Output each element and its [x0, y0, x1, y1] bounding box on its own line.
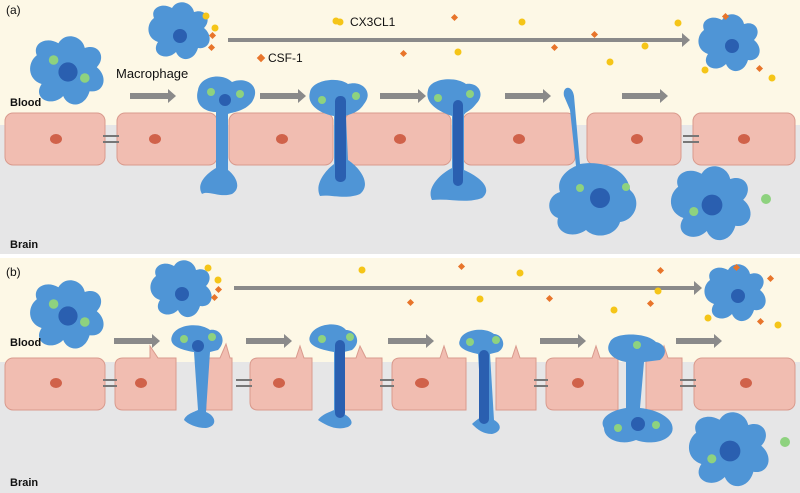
endothelial-nucleus [276, 134, 288, 144]
macrophage-emerging [549, 87, 637, 236]
progress-arrow [114, 334, 160, 348]
endothelial-nucleus [50, 378, 62, 388]
progress-arrow [505, 89, 551, 103]
macrophage [30, 280, 104, 349]
progress-arrow [676, 334, 722, 348]
panel-a-blood-label: Blood [10, 97, 41, 109]
released-granule [761, 194, 771, 204]
released-granule [780, 437, 790, 447]
csf1-diamonds [207, 12, 764, 73]
macrophage-transcellular [459, 329, 504, 434]
endothelial-nucleus [572, 378, 584, 388]
csf1-legend-label: CSF-1 [268, 51, 303, 65]
progress-arrow [130, 89, 176, 103]
panel-a-brain-label: Brain [10, 239, 38, 251]
panel-b-blood-label: Blood [10, 337, 41, 349]
progress-arrow [380, 89, 426, 103]
progress-arrow [228, 33, 690, 47]
endothelial-cell [495, 344, 537, 411]
panel-a-arrows [130, 33, 690, 103]
progress-arrow [622, 89, 668, 103]
csf1-legend-marker [256, 53, 266, 63]
panel-a-endothelium [4, 112, 796, 166]
endothelial-cell [116, 112, 218, 166]
progress-arrow [260, 89, 306, 103]
panel-a-signals [202, 12, 776, 82]
progress-arrow [246, 334, 292, 348]
endothelial-nucleus [394, 134, 406, 144]
endothelial-cell [545, 344, 619, 411]
progress-arrow [234, 281, 702, 295]
macrophage-emerging [602, 334, 673, 443]
cx3cl1-legend-marker [336, 18, 344, 26]
endothelial-nucleus [149, 134, 161, 144]
panel-b-endothelium [4, 342, 796, 411]
cx3cl1-dots [202, 12, 776, 82]
endothelial-nucleus [631, 134, 643, 144]
endothelial-nucleus [50, 134, 62, 144]
endothelial-nucleus [273, 378, 285, 388]
macrophage-transcellular [171, 325, 223, 428]
panel-b-arrows [114, 281, 722, 348]
macrophage-transmigrating [309, 79, 368, 197]
endothelial-cell [343, 344, 383, 411]
macrophage-label: Macrophage [116, 66, 188, 81]
macrophage [670, 166, 751, 241]
endothelial-cell [391, 344, 467, 411]
macrophage [30, 36, 104, 105]
macrophage-transmigrating [197, 76, 256, 196]
endothelial-cell [205, 342, 233, 411]
panel-a-blood-region [0, 0, 800, 125]
progress-arrow [388, 334, 434, 348]
cx3cl1-dots [204, 264, 782, 329]
endothelial-cell [114, 344, 177, 411]
endothelial-nucleus [513, 134, 525, 144]
macrophage [148, 2, 210, 60]
macrophage [150, 260, 212, 318]
endothelial-nucleus [740, 378, 752, 388]
macrophage [704, 264, 766, 322]
endothelial-cell [249, 344, 313, 411]
endothelial-nucleus [738, 134, 750, 144]
panel-b-label: (b) [6, 265, 21, 279]
panel-a-label: (a) [6, 3, 21, 17]
csf1-diamonds [210, 262, 775, 326]
panel-b-signals [204, 262, 782, 329]
panel-a-migration-sequence [30, 2, 771, 241]
panel-b-migration-sequence [30, 260, 790, 487]
panel-b-blood-region [0, 258, 800, 362]
macrophage [698, 14, 760, 72]
macrophage-transcellular [309, 324, 358, 429]
endothelial-nucleus [135, 378, 147, 388]
panel-b-brain-label: Brain [10, 477, 38, 489]
cx3cl1-legend-label: CX3CL1 [350, 15, 396, 29]
progress-arrow [540, 334, 586, 348]
macrophage-transmigrating [427, 79, 487, 201]
macrophage [688, 412, 769, 487]
endothelial-nucleus [415, 378, 429, 388]
